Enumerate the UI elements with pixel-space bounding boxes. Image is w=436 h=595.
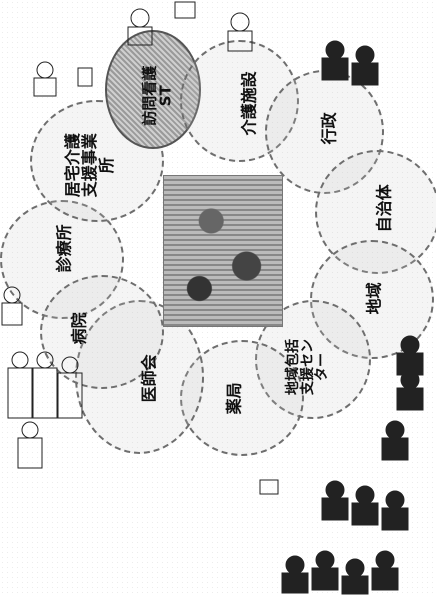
person-icon [342,559,368,594]
person-icon [397,371,423,410]
person-icon [322,481,348,520]
person-icon [382,421,408,460]
person-icon [34,62,56,96]
person-icon [372,551,398,590]
person-icon [312,551,338,590]
person-icon [8,352,32,418]
person-icon [18,422,42,468]
person-icon [352,46,378,85]
person-icon [382,491,408,530]
person-icon [128,9,152,45]
person-icon [352,486,378,525]
person-icon [397,336,423,375]
person-icon [322,41,348,80]
document-icon [175,2,195,18]
person-icon [2,287,22,325]
person-icon [58,357,82,418]
document-icon [78,68,92,86]
document-icon [260,480,278,494]
person-icon [282,556,308,593]
person-icon [228,13,252,51]
person-icon [33,352,57,418]
